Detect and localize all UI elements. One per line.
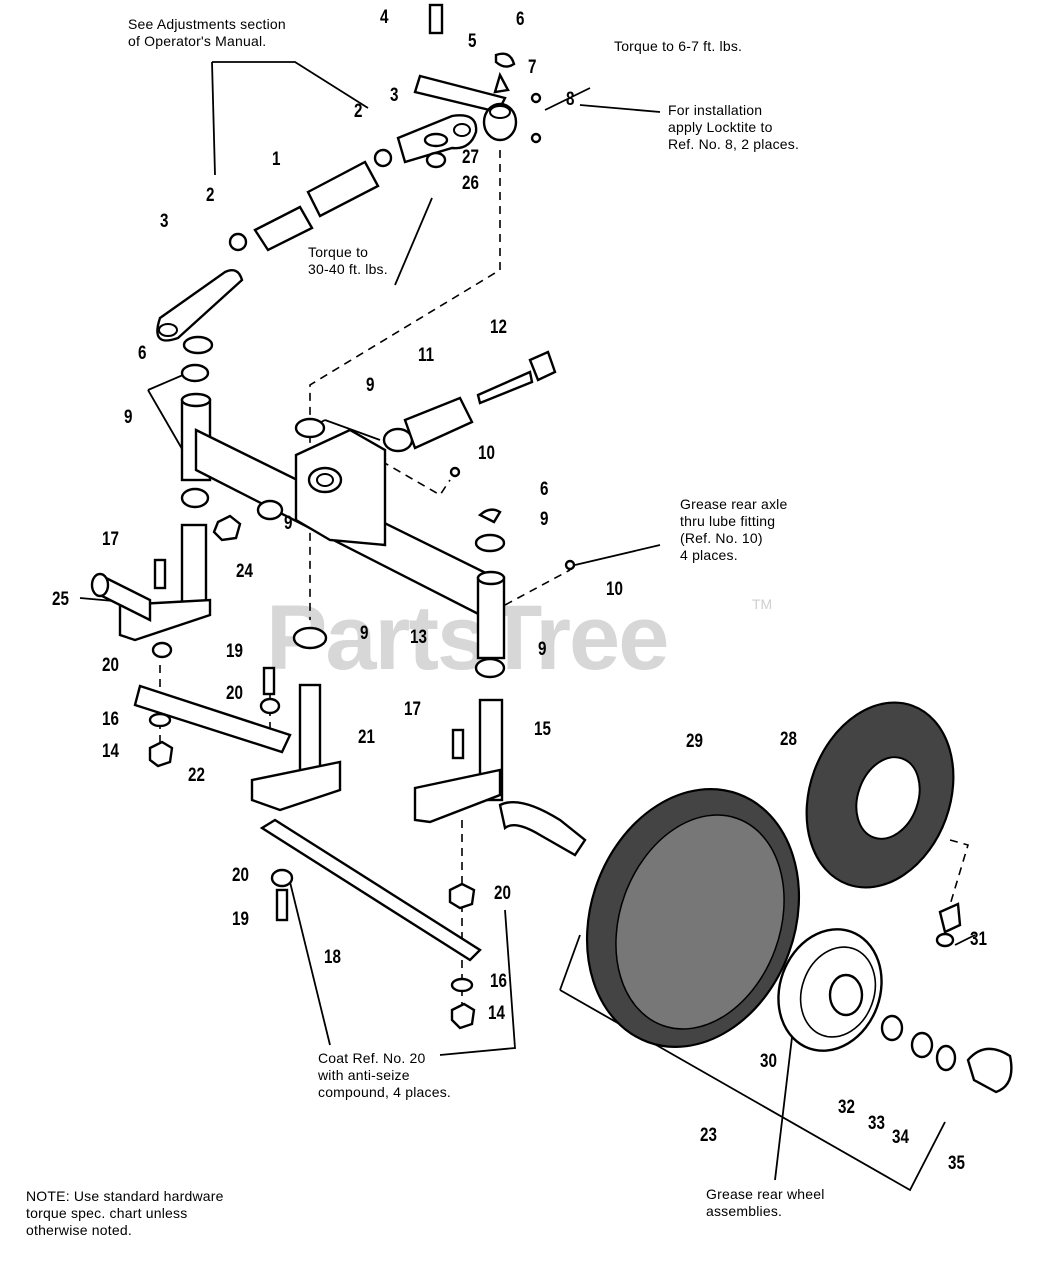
center-spindle-assembly (250, 626, 482, 962)
callout-5: 5 (468, 31, 477, 52)
callout-7: 7 (528, 57, 537, 78)
callout-15: 15 (534, 719, 551, 740)
callout-23: 23 (700, 1125, 717, 1146)
rear-wheel-assembly (585, 701, 1013, 1094)
note-anti-seize-line-3: compound, 4 places. (318, 1084, 451, 1100)
callout-30: 30 (760, 1051, 777, 1072)
callout-32: 32 (838, 1097, 855, 1118)
callout-16: 16 (102, 709, 119, 730)
note-grease-wheel-line-2: assemblies. (706, 1203, 783, 1219)
note-torque-30-40-line-1: Torque to (308, 244, 369, 260)
callout-20: 20 (232, 865, 249, 886)
drag-link-assembly (156, 3, 542, 342)
callout-33: 33 (868, 1113, 885, 1134)
callout-20: 20 (102, 655, 119, 676)
front-axle-assembly (180, 335, 576, 660)
callout-19: 19 (232, 909, 249, 930)
callout-14: 14 (102, 741, 119, 762)
note-grease-wheel-line-1: Grease rear wheel (706, 1186, 825, 1202)
callout-34: 34 (892, 1127, 909, 1148)
callout-1: 1 (272, 149, 281, 170)
callout-11: 11 (418, 345, 435, 366)
callout-19: 19 (226, 641, 243, 662)
note-grease-axle-line-4: 4 places. (680, 547, 738, 563)
callout-4: 4 (380, 7, 389, 28)
callout-20: 20 (226, 683, 243, 704)
note-anti-seize-line-2: with anti-seize (318, 1067, 410, 1083)
callout-6: 6 (138, 343, 147, 364)
note-locktite-line-3: Ref. No. 8, 2 places. (668, 136, 800, 152)
callout-9: 9 (540, 509, 549, 530)
callout-10: 10 (606, 579, 623, 600)
note-torque-6-7: Torque to 6-7 ft. lbs. (614, 38, 743, 54)
callout-9: 9 (366, 375, 375, 396)
note-grease-axle-line-1: Grease rear axle (680, 496, 788, 512)
note-torque-30-40: Torque to 30-40 ft. lbs. (308, 244, 388, 278)
note-hardware-line-2: torque spec. chart unless (26, 1205, 188, 1221)
note-hardware-line-3: otherwise noted. (26, 1222, 132, 1238)
callout-20: 20 (494, 883, 511, 904)
callout-6: 6 (540, 479, 549, 500)
callout-22: 22 (188, 765, 205, 786)
callout-3: 3 (160, 211, 169, 232)
note-locktite: For installation apply Locktite to Ref. … (668, 102, 799, 153)
note-hardware-torque: NOTE: Use standard hardware torque spec.… (26, 1188, 224, 1239)
callout-27: 27 (462, 147, 479, 168)
note-torque-30-40-line-2: 30-40 ft. lbs. (308, 261, 388, 277)
callout-9: 9 (284, 513, 293, 534)
callout-3: 3 (390, 85, 399, 106)
callout-2: 2 (206, 185, 215, 206)
callout-18: 18 (324, 947, 341, 968)
note-grease-axle-line-3: (Ref. No. 10) (680, 530, 763, 546)
note-adjustments-line-2: of Operator's Manual. (128, 33, 267, 49)
callout-28: 28 (780, 729, 797, 750)
callout-21: 21 (358, 727, 375, 748)
callout-2: 2 (354, 101, 363, 122)
note-anti-seize-line-1: Coat Ref. No. 20 (318, 1050, 426, 1066)
callout-9: 9 (360, 623, 369, 644)
callout-26: 26 (462, 173, 479, 194)
note-grease-rear-wheel: Grease rear wheel assemblies. (706, 1186, 825, 1220)
left-spindle-assembly (90, 523, 292, 768)
callout-13: 13 (410, 627, 427, 648)
note-locktite-line-1: For installation (668, 102, 763, 118)
callout-17: 17 (102, 529, 119, 550)
note-hardware-line-1: NOTE: Use standard hardware (26, 1188, 224, 1204)
callout-17: 17 (404, 699, 421, 720)
callout-35: 35 (948, 1153, 965, 1174)
note-anti-seize: Coat Ref. No. 20 with anti-seize compoun… (318, 1050, 451, 1101)
callout-6: 6 (516, 9, 525, 30)
callout-9: 9 (538, 639, 547, 660)
callout-10: 10 (478, 443, 495, 464)
right-spindle-assembly (413, 657, 587, 1030)
callout-16: 16 (490, 971, 507, 992)
callout-9: 9 (124, 407, 133, 428)
note-adjustments: See Adjustments section of Operator's Ma… (128, 16, 286, 50)
note-grease-axle-line-2: thru lube fitting (680, 513, 776, 529)
callout-31: 31 (970, 929, 987, 950)
note-grease-rear-axle: Grease rear axle thru lube fitting (Ref.… (680, 496, 787, 564)
callout-29: 29 (686, 731, 703, 752)
callout-25: 25 (52, 589, 69, 610)
trademark-mark: TM (752, 596, 773, 612)
callout-8: 8 (566, 89, 575, 110)
callout-24: 24 (236, 561, 253, 582)
callout-12: 12 (490, 317, 507, 338)
callout-14: 14 (488, 1003, 505, 1024)
note-adjustments-line-1: See Adjustments section (128, 16, 286, 32)
note-locktite-line-2: apply Locktite to (668, 119, 773, 135)
